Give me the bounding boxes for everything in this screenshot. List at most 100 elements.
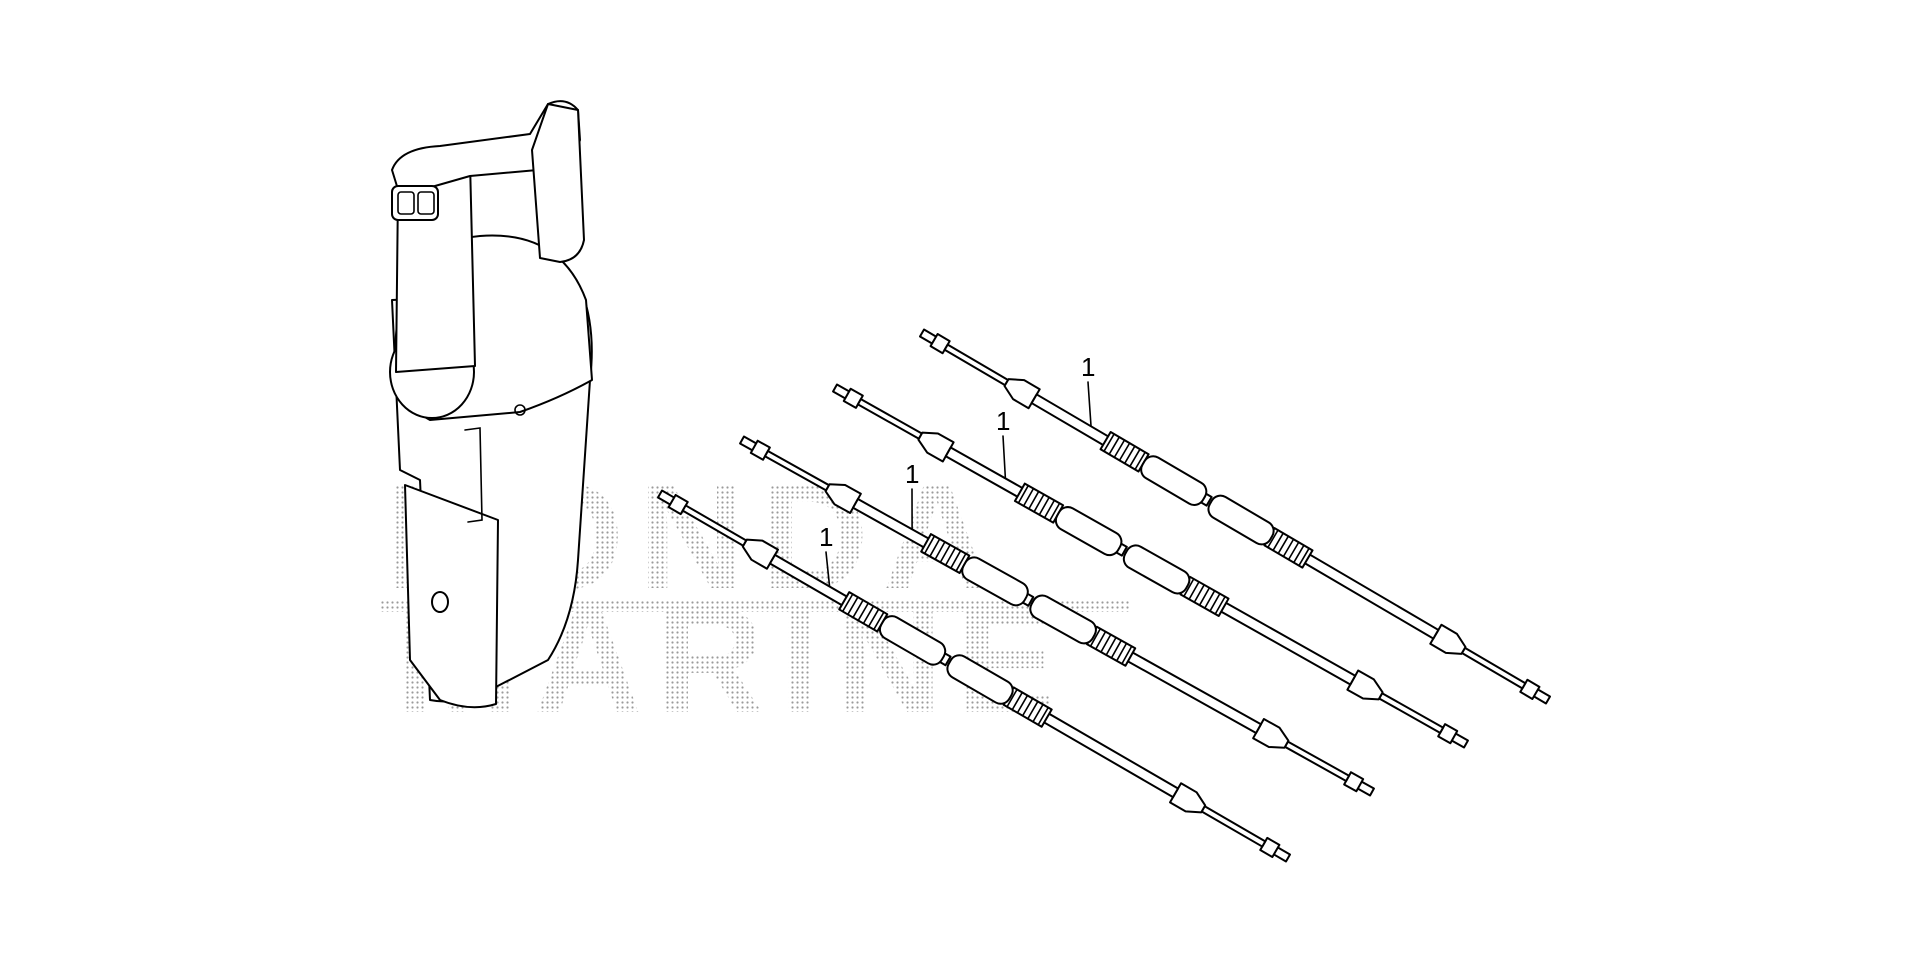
fitting-thread [1282, 538, 1295, 558]
fitting-thread [847, 596, 859, 616]
fitting-thread [1188, 581, 1200, 601]
control-cables: 1 1 1 1 [656, 328, 1552, 863]
callout-number: 1 [905, 459, 919, 489]
fitting-thread [1277, 535, 1290, 555]
fitting-thread [1129, 448, 1141, 468]
fitting-thread [1038, 496, 1050, 516]
fitting-thread [1193, 584, 1205, 604]
trim-switch [391, 185, 439, 221]
cable-conduit [878, 615, 947, 666]
fitting-thread [929, 538, 941, 558]
handle-grip [531, 103, 585, 263]
callout-number: 1 [996, 406, 1010, 436]
fitting-thread [1204, 589, 1216, 609]
fitting-thread [1115, 642, 1128, 662]
fitting-thread [950, 549, 962, 569]
fitting-thread [1094, 630, 1107, 650]
callout-number: 1 [819, 522, 833, 552]
cable-conduit [961, 556, 1029, 607]
fitting-thread [1287, 541, 1300, 561]
fitting-thread [1027, 700, 1039, 720]
fitting-thread [1272, 532, 1284, 552]
control-cable [739, 435, 1375, 797]
callout-number: 1 [1081, 352, 1095, 382]
remote-control-box [389, 100, 593, 709]
fitting-thread [1011, 691, 1024, 711]
fitting-thread [1032, 703, 1044, 723]
cable-rod [1378, 692, 1445, 734]
fitting-thread [1043, 499, 1056, 519]
fitting-thread [1123, 445, 1136, 465]
cable-conduit [1207, 494, 1275, 546]
fitting-thread [1118, 442, 1131, 462]
cable-rod [943, 343, 1010, 387]
cable-rod [1283, 740, 1351, 782]
fitting-thread [1183, 578, 1195, 598]
fitting-thread [1022, 487, 1035, 507]
cable-sleeve [1169, 782, 1207, 814]
cable-conduit [1054, 506, 1123, 557]
control-cable [656, 489, 1292, 863]
cable-sleeve [1252, 717, 1290, 749]
control-cable [918, 328, 1552, 705]
callout-leader [1087, 381, 1092, 427]
control-box-base [404, 484, 499, 709]
fitting-thread [1006, 688, 1018, 708]
cable-sleeve [1429, 623, 1467, 655]
fitting-thread [1033, 493, 1045, 513]
fitting-thread [852, 599, 864, 619]
fitting-thread [1198, 586, 1211, 606]
fitting-thread [1089, 627, 1102, 647]
cable-rod [1460, 646, 1527, 690]
cable-rod [856, 398, 923, 440]
cable-conduit [946, 654, 1014, 705]
cable-rod [1200, 805, 1267, 848]
fitting-thread [841, 593, 854, 613]
fitting-thread [923, 535, 936, 555]
fitting-thread [1017, 484, 1030, 504]
cable-conduit [1029, 594, 1097, 645]
fitting-thread [934, 541, 946, 561]
cover-screw [514, 404, 526, 416]
callout-leader [825, 551, 831, 588]
fitting-thread [1103, 433, 1115, 453]
cable-sleeve [741, 538, 779, 570]
fitting-thread [1037, 706, 1050, 726]
fitting-thread [1100, 633, 1112, 653]
fitting-thread [1028, 490, 1040, 510]
cable-conduit [1140, 455, 1208, 506]
fitting-thread [1292, 544, 1305, 564]
fitting-thread [1134, 451, 1146, 471]
trim-switch-button [397, 191, 415, 215]
fitting-thread [1214, 595, 1226, 615]
cable-sleeve [1346, 669, 1384, 701]
fitting-thread [1121, 645, 1133, 665]
cable-conduit [1122, 544, 1191, 595]
fitting-thread [1267, 529, 1279, 549]
fitting-thread [862, 605, 875, 625]
detent-plate [464, 427, 483, 523]
fitting-thread [1108, 436, 1121, 456]
fitting-thread [1021, 697, 1034, 717]
fitting-thread [939, 544, 951, 564]
fitting-thread [1209, 592, 1221, 612]
fitting-thread [955, 552, 967, 572]
fitting-thread [857, 602, 870, 622]
trim-switch-button [417, 191, 435, 215]
fitting-thread [867, 608, 880, 628]
callout-leader [1002, 435, 1007, 479]
fitting-thread [1298, 547, 1310, 567]
cable-sleeve [824, 483, 862, 515]
fitting-thread [944, 546, 957, 567]
control-cable [832, 383, 1469, 749]
mount-hole [431, 591, 449, 613]
fitting-thread [1113, 439, 1126, 459]
cable-sleeve [1003, 378, 1041, 410]
fitting-thread [1016, 694, 1029, 714]
fitting-thread [1048, 502, 1061, 522]
cable-sleeve [917, 431, 955, 463]
fitting-thread [873, 611, 885, 631]
fitting-thread [1110, 639, 1123, 659]
fitting-thread [1105, 636, 1117, 656]
